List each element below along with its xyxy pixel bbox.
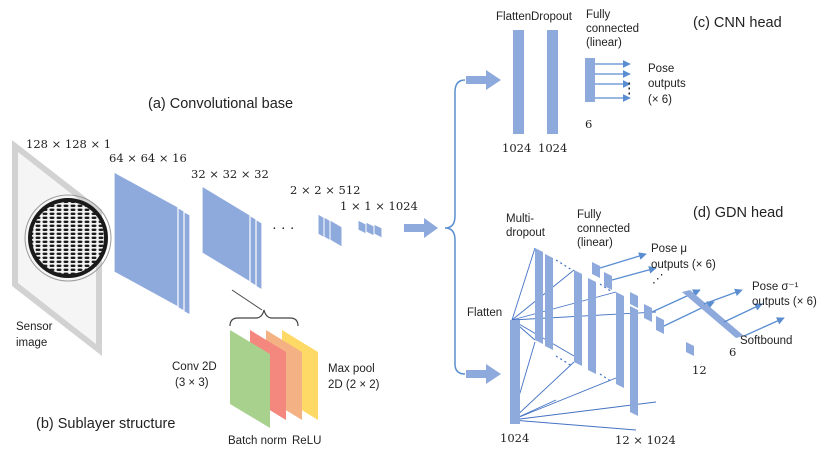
gdn-input-arrow bbox=[466, 364, 501, 384]
gdn-sigma-arrows bbox=[703, 288, 785, 337]
conv-label-1: Conv 2D bbox=[172, 361, 217, 373]
gdn-fc-label-1: Fully bbox=[577, 209, 602, 221]
to-heads-arrow bbox=[404, 218, 438, 238]
layer-64x64x16 bbox=[113, 170, 191, 317]
gdn-head-title: (d) GDN head bbox=[693, 205, 783, 221]
cnn-output-dots: ⋮ bbox=[622, 81, 637, 97]
layer1-dims: 64 × 64 × 16 bbox=[109, 151, 187, 165]
layer2-dims: 32 × 32 × 32 bbox=[191, 167, 269, 181]
sensor-label-1: Sensor bbox=[16, 321, 53, 333]
cnn-fc-count: 6 bbox=[585, 117, 592, 131]
conv-base-title: (a) Convolutional base bbox=[148, 96, 293, 112]
cnn-dropout-count: 1024 bbox=[538, 141, 567, 155]
maxpool-label-1: Max pool bbox=[328, 363, 375, 375]
cnn-output-arrows bbox=[595, 60, 631, 102]
ellipsis: · · · bbox=[272, 220, 295, 236]
gdn-multi-dropout-bars bbox=[535, 248, 638, 416]
cnn-fc-label-2: connected bbox=[586, 23, 639, 35]
cnn-pose-label-1: Pose bbox=[648, 63, 674, 75]
gdn-flatten-count: 1024 bbox=[500, 431, 529, 445]
heads-brace bbox=[444, 79, 466, 375]
layer-1x1x1024 bbox=[357, 219, 383, 239]
sublayer-brace bbox=[229, 309, 299, 327]
cnn-dropout-bar bbox=[547, 30, 558, 134]
gdn-multi-count: 12 × 1024 bbox=[615, 433, 676, 447]
cnn-input-arrow bbox=[466, 70, 501, 90]
gdn-sigma-label-2: outputs (× 6) bbox=[752, 296, 817, 308]
sensor-label-2: image bbox=[16, 337, 47, 349]
layer3-dims: 2 × 2 × 512 bbox=[290, 183, 360, 197]
gdn-fc-count: 12 bbox=[692, 363, 707, 377]
gdn-multi-label-1: Multi- bbox=[506, 213, 534, 225]
cnn-flatten-label: Flatten bbox=[496, 11, 531, 23]
input-dims: 128 × 128 × 1 bbox=[26, 137, 111, 151]
sublayer-connector bbox=[231, 289, 263, 311]
relu-label: ReLU bbox=[292, 435, 321, 447]
cnn-fc-label-3: (linear) bbox=[586, 37, 622, 49]
cnn-head-title: (c) CNN head bbox=[693, 15, 782, 31]
gdn-mu-dots: ⋰ bbox=[652, 273, 664, 285]
cnn-flatten-count: 1024 bbox=[502, 141, 531, 155]
cnn-fc-bar bbox=[585, 58, 595, 102]
conv-layer bbox=[230, 330, 270, 428]
batchnorm-label: Batch norm bbox=[228, 435, 287, 447]
sublayer-title: (b) Sublayer structure bbox=[36, 416, 175, 432]
gdn-fc-label-3: (linear) bbox=[577, 237, 613, 249]
cnn-pose-label-2: outputs bbox=[648, 78, 686, 90]
maxpool-label-2: 2D (2 × 2) bbox=[328, 379, 380, 391]
cnn-dropout-label: Dropout bbox=[531, 11, 573, 23]
sublayer-stack bbox=[230, 330, 318, 428]
gdn-sigma-label-1: Pose σ⁻¹ bbox=[752, 281, 799, 293]
gdn-fc-blocks bbox=[592, 262, 694, 356]
layer-32x32x32 bbox=[201, 184, 263, 292]
gdn-flatten-label: Flatten bbox=[467, 307, 502, 319]
gdn-mu-label-1: Pose μ bbox=[651, 243, 687, 255]
conv-label-2: (3 × 3) bbox=[175, 377, 209, 389]
cnn-pose-label-3: (× 6) bbox=[648, 94, 672, 106]
gdn-softbound-bar bbox=[682, 290, 744, 338]
gdn-out-count: 6 bbox=[729, 345, 736, 359]
sensor-image bbox=[12, 140, 112, 356]
cnn-fc-label-1: Fully bbox=[586, 9, 611, 21]
cnn-flatten-bar bbox=[513, 30, 524, 134]
gdn-dotted-links bbox=[555, 259, 613, 383]
layer-2x2x512 bbox=[317, 213, 343, 248]
gdn-mu-label-2: outputs (× 6) bbox=[651, 259, 716, 271]
gdn-fc-label-2: connected bbox=[577, 223, 630, 235]
gdn-flatten-bar bbox=[510, 320, 520, 424]
gdn-multi-label-2: dropout bbox=[506, 227, 546, 239]
layer4-dims: 1 × 1 × 1024 bbox=[340, 199, 418, 213]
gdn-softbound-label: Softbound bbox=[740, 335, 792, 347]
